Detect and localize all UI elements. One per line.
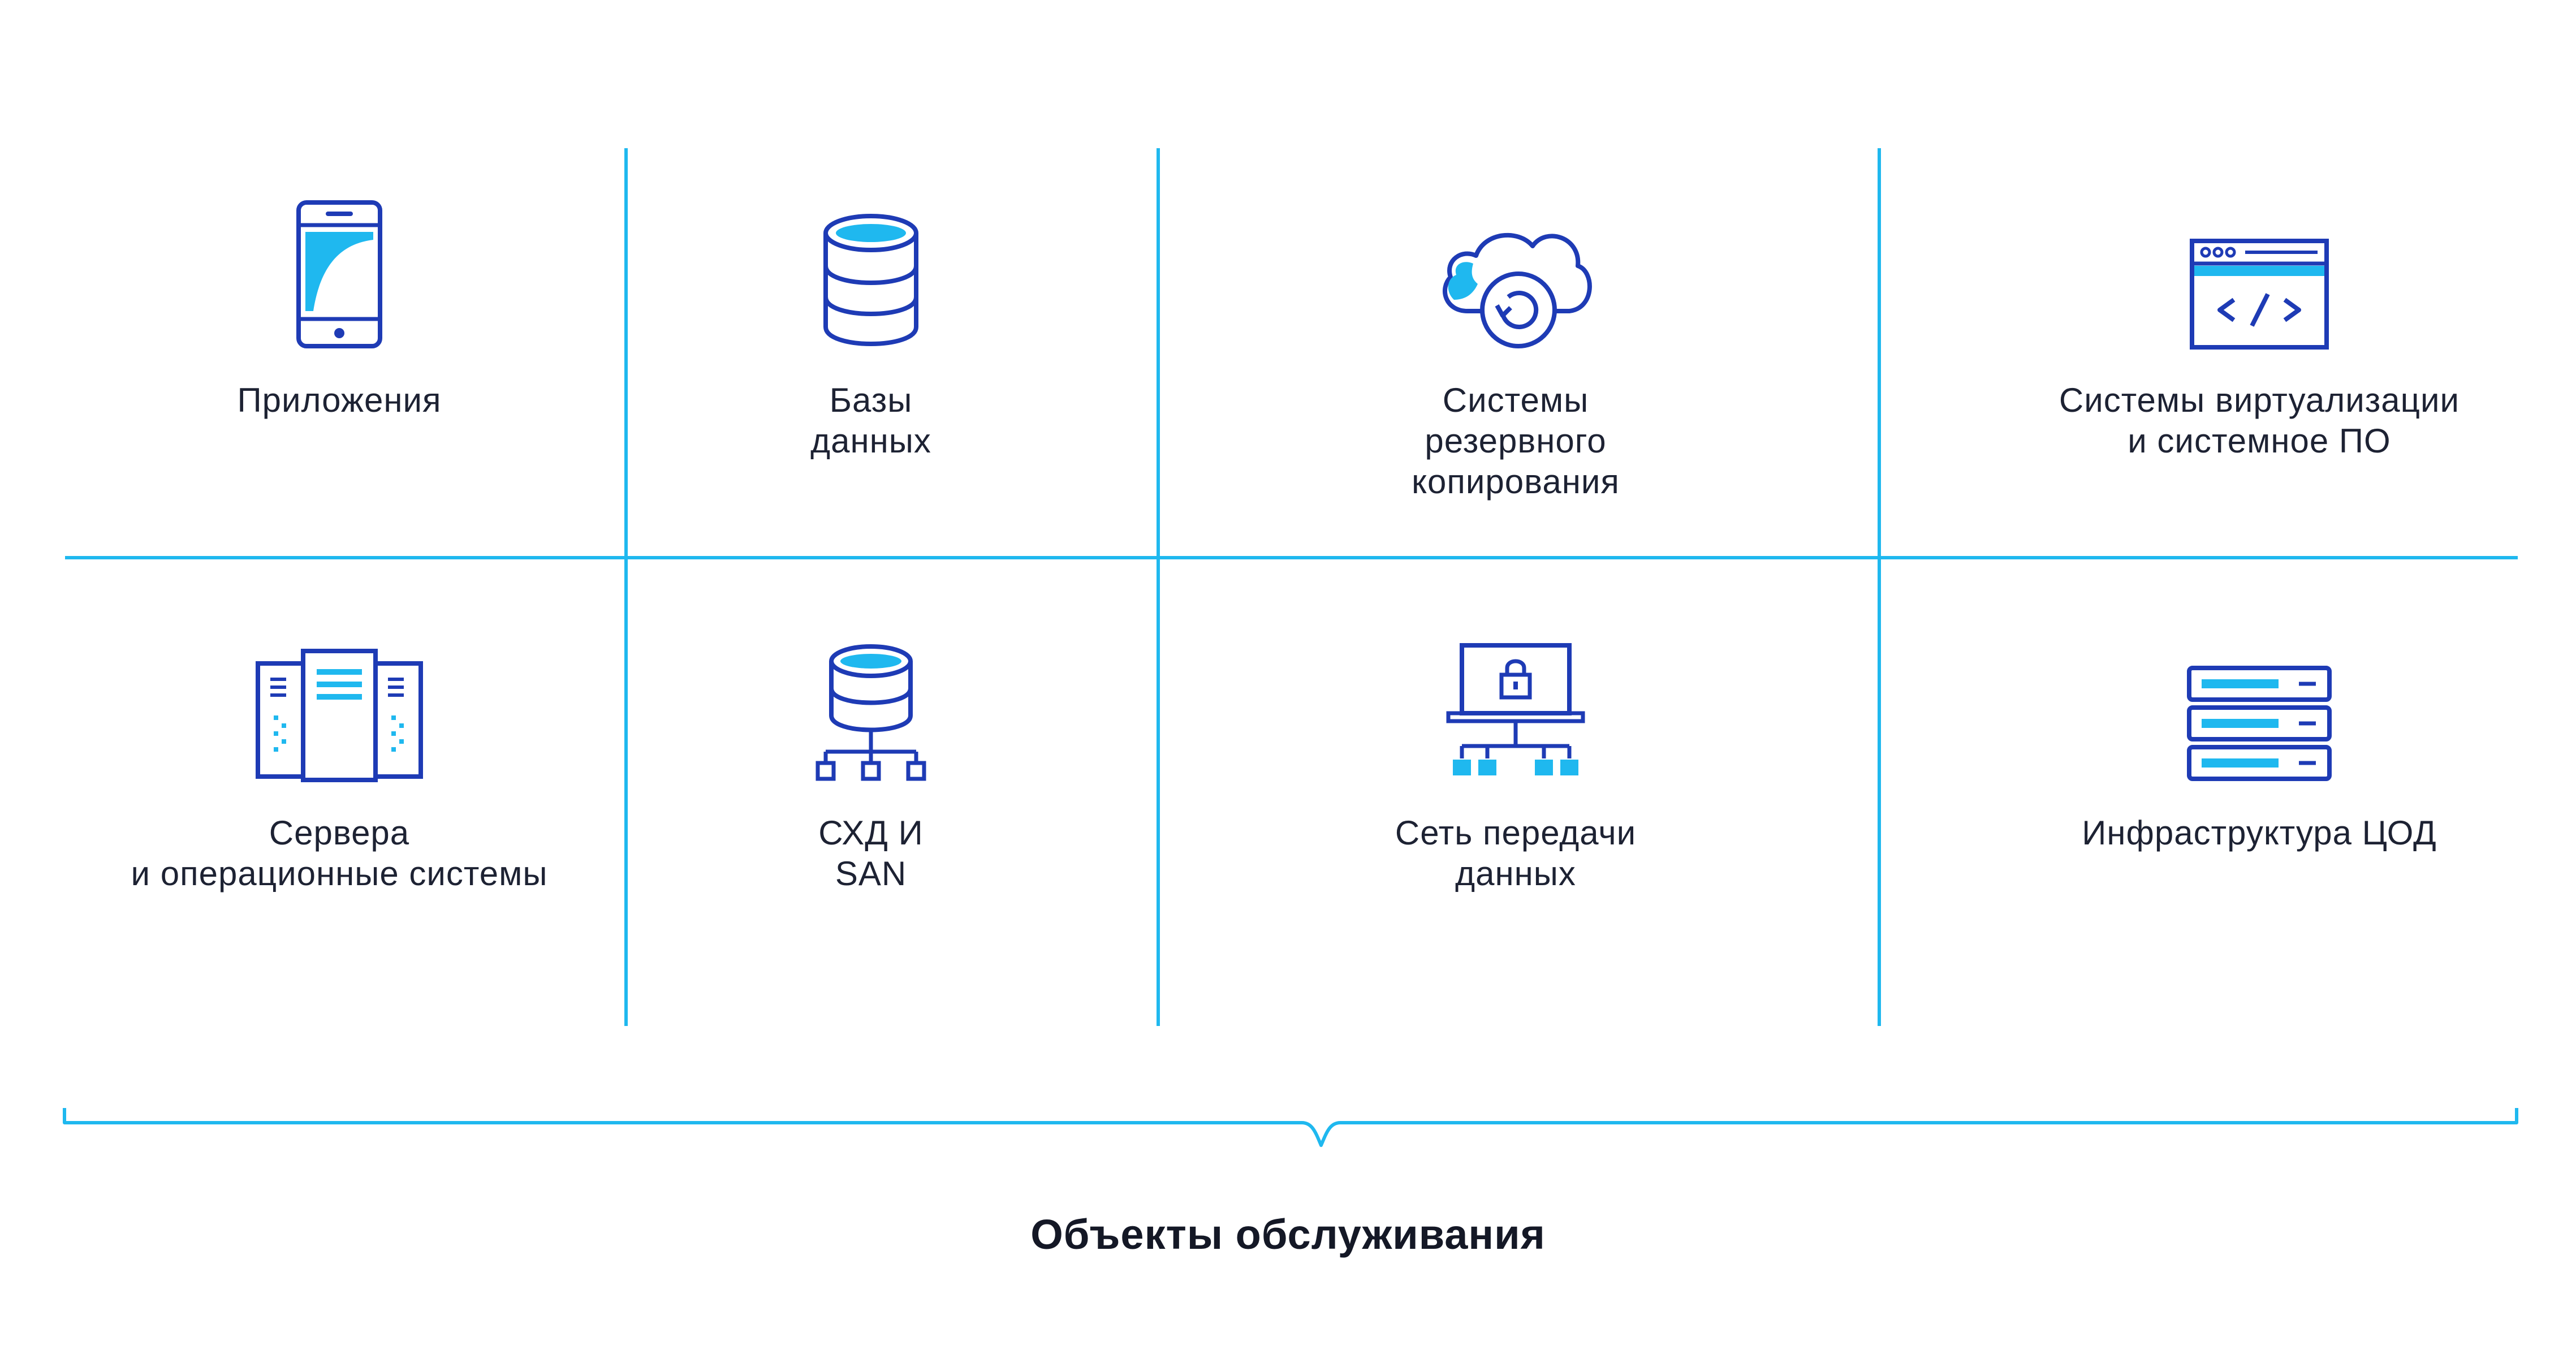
grid-horizontal-divider bbox=[65, 556, 2518, 559]
cell-storage-san: СХД И SAN bbox=[780, 625, 961, 894]
cell-label: Системы виртуализации и системное ПО bbox=[2059, 381, 2460, 460]
cell-label: СХД И SAN bbox=[818, 814, 924, 893]
cell-label: Приложения bbox=[237, 381, 442, 419]
cell-servers: Сервера и операционные системы bbox=[107, 625, 571, 894]
code-window-icon bbox=[2022, 192, 2497, 351]
server-rack-icon bbox=[107, 625, 571, 783]
cell-databases: Базы данных bbox=[780, 192, 961, 462]
cloud-backup-icon bbox=[1335, 192, 1697, 351]
secure-network-icon bbox=[1335, 625, 1697, 783]
cell-backup-systems: Системы резервного копирования bbox=[1335, 192, 1697, 502]
cell-label: Системы резервного копирования bbox=[1412, 381, 1620, 501]
smartphone-icon bbox=[249, 192, 430, 351]
cell-datacenter-infrastructure: Инфраструктура ЦОД bbox=[2022, 625, 2497, 853]
storage-network-icon bbox=[780, 625, 961, 783]
cell-virtualization: Системы виртуализации и системное ПО bbox=[2022, 192, 2497, 462]
cell-label: Инфраструктура ЦОД bbox=[2082, 814, 2437, 852]
grouping-brace bbox=[63, 1108, 2518, 1147]
database-icon bbox=[780, 192, 961, 351]
cell-applications: Приложения bbox=[237, 192, 441, 421]
cell-label: Базы данных bbox=[810, 381, 931, 460]
cell-label: Сеть передачи данных bbox=[1395, 814, 1637, 893]
cell-data-network: Сеть передачи данных bbox=[1335, 625, 1697, 894]
grid-vertical-divider-2 bbox=[1157, 148, 1160, 1026]
datacenter-icon bbox=[2022, 625, 2497, 783]
grid-vertical-divider-1 bbox=[624, 148, 628, 1026]
diagram-caption: Объекты обслуживания bbox=[1030, 1211, 1546, 1258]
cell-label: Сервера и операционные системы bbox=[131, 814, 548, 893]
grid-vertical-divider-3 bbox=[1878, 148, 1881, 1026]
